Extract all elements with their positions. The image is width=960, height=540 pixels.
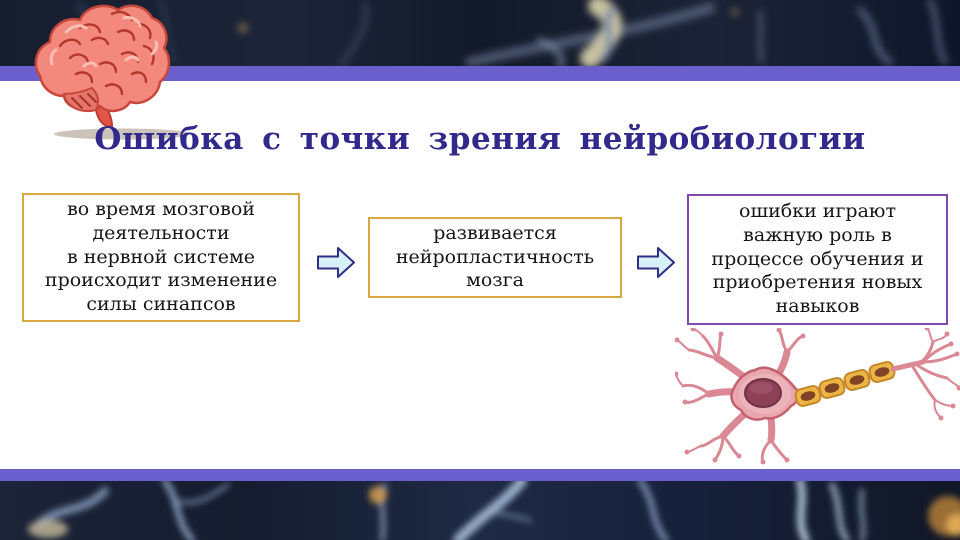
flow-box-2-text: развивается нейропластичность мозга (395, 221, 595, 292)
bottom-neuron-photo-band (0, 481, 960, 540)
flow-box-1-text: во время мозговой деятельности в нервной… (44, 197, 278, 316)
flow-box-3: ошибки играют важную роль в процессе обу… (687, 194, 948, 325)
neuron-icon (675, 328, 960, 465)
bottom-accent-bar (0, 469, 960, 481)
top-accent-bar (0, 66, 960, 81)
flow-box-1: во время мозговой деятельности в нервной… (22, 193, 300, 322)
right-arrow-icon (317, 247, 355, 278)
right-arrow-icon (637, 247, 675, 278)
slide-title: Ошибка с точки зрения нейробиологии (94, 121, 866, 157)
brain-shadow (54, 128, 190, 140)
flow-box-2: развивается нейропластичность мозга (368, 217, 622, 298)
myelin-segments (794, 361, 896, 407)
brain-icon (34, 4, 190, 140)
bottom-band-art (0, 481, 960, 540)
flow-box-3-text: ошибки играют важную роль в процессе обу… (711, 199, 924, 318)
